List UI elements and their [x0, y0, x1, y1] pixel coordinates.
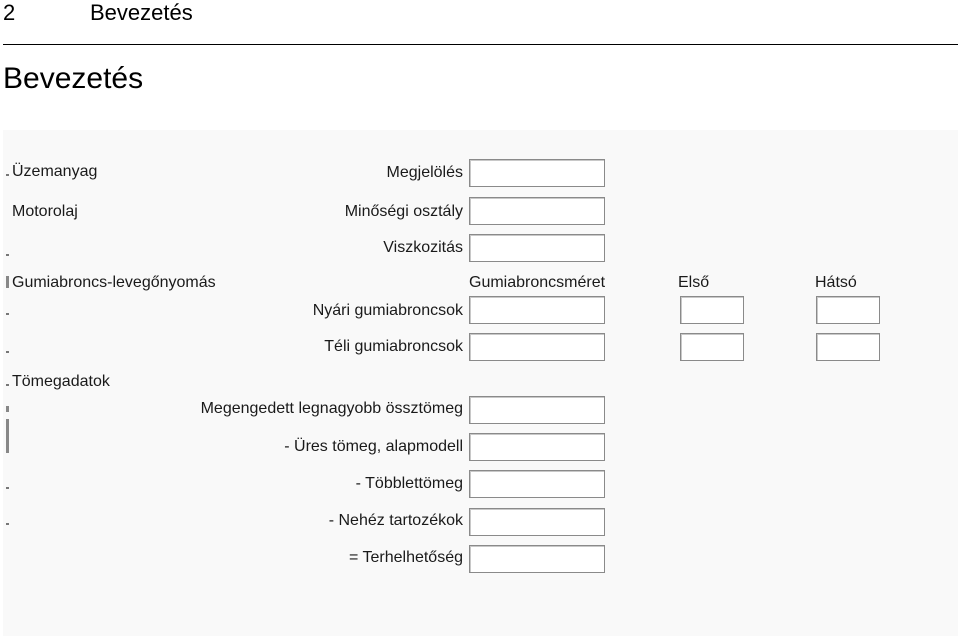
oil-quality-label: Minőségi osztály [344, 203, 463, 220]
page-number: 2 [3, 0, 16, 25]
rear-column-header: Hátsó [815, 274, 857, 291]
tyre-size-column-header: Gumiabroncsméret [469, 274, 606, 291]
row-marker [6, 384, 9, 386]
row-marker [6, 174, 9, 176]
vehicle-data-form: Üzemanyag Megjelölés Motorolaj Minőségi … [3, 130, 958, 636]
payload-label: = Terhelhetőség [348, 549, 463, 566]
summer-tyre-size-field[interactable] [469, 296, 605, 324]
winter-front-pressure-field[interactable] [680, 333, 744, 361]
payload-field[interactable] [469, 545, 605, 573]
heavy-accessories-field[interactable] [469, 508, 605, 536]
tyre-pressure-heading: Gumiabroncs-levegőnyomás [12, 274, 216, 291]
winter-tyre-size-field[interactable] [469, 333, 605, 361]
winter-tyres-label: Téli gumiabroncsok [324, 338, 463, 355]
summer-front-pressure-field[interactable] [680, 296, 744, 324]
max-gross-weight-label: Megengedett legnagyobb össztömeg [200, 400, 463, 417]
row-marker [6, 313, 9, 315]
row-marker [6, 276, 9, 288]
extra-weight-label: - Többlettömeg [355, 475, 463, 492]
oil-viscosity-label: Viszkozitás [383, 239, 463, 256]
max-gross-weight-field[interactable] [469, 396, 605, 424]
fuel-designation-label: Megjelölés [386, 164, 463, 181]
extra-weight-field[interactable] [469, 470, 605, 498]
empty-weight-field[interactable] [469, 433, 605, 461]
row-marker [6, 254, 9, 256]
running-header-title: Bevezetés [90, 0, 193, 25]
fuel-designation-field[interactable] [469, 159, 605, 187]
oil-viscosity-field[interactable] [469, 234, 605, 262]
winter-rear-pressure-field[interactable] [816, 333, 880, 361]
empty-weight-label: - Üres tömeg, alapmodell [284, 438, 463, 455]
summer-tyres-label: Nyári gumiabroncsok [312, 302, 463, 319]
heavy-accessories-label: - Nehéz tartozékok [328, 512, 463, 529]
row-marker [6, 406, 9, 412]
front-column-header: Első [678, 274, 710, 291]
fuel-heading: Üzemanyag [12, 163, 98, 180]
row-marker [6, 419, 9, 453]
row-marker [6, 351, 9, 353]
oil-quality-field[interactable] [469, 197, 605, 225]
section-title: Bevezetés [3, 62, 144, 95]
row-marker [6, 487, 9, 489]
header-rule [3, 44, 958, 45]
row-marker [6, 523, 9, 525]
summer-rear-pressure-field[interactable] [816, 296, 880, 324]
engine-oil-heading: Motorolaj [12, 203, 78, 220]
weights-heading: Tömegadatok [12, 373, 110, 390]
